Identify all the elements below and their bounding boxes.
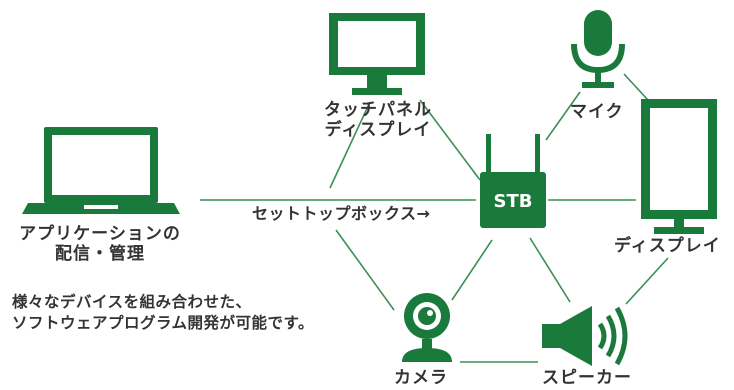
- line-stb-speaker: [529, 237, 571, 303]
- webcam-icon: [402, 293, 452, 362]
- settop-box-caption: セットトップボックス→: [252, 204, 431, 223]
- camera-label: カメラ: [394, 368, 448, 388]
- description-text: 様々なデバイスを組み合わせた、 ソフトウェアプログラム開発が可能です。: [12, 292, 314, 334]
- mic-label: マイク: [570, 102, 624, 122]
- touch-panel-label-line1: タッチパネル: [324, 100, 432, 120]
- line-laptop-touchpanel: [329, 101, 371, 189]
- speaker-icon: [542, 306, 628, 366]
- stb-box-text: STB: [494, 191, 533, 212]
- display-label: ディスプレイ: [614, 236, 721, 256]
- router-icon: STB: [480, 134, 546, 228]
- microphone-icon: [571, 10, 625, 88]
- description-line1: 様々なデバイスを組み合わせた、: [12, 293, 252, 311]
- line-camera-stb: [451, 239, 493, 301]
- line-speaker-display: [625, 257, 669, 305]
- app-label-line2: 配信・管理: [55, 244, 145, 264]
- line-mic-display: [623, 73, 649, 101]
- vertical-display-icon: [641, 99, 717, 234]
- laptop-icon: [22, 127, 180, 214]
- monitor-icon: [329, 13, 425, 95]
- app-label-line1: アプリケーションの: [19, 224, 181, 244]
- touch-panel-label-line2: ディスプレイ: [324, 120, 432, 140]
- line-stb-mic: [545, 91, 581, 141]
- speaker-label: スピーカー: [542, 368, 632, 388]
- touch-panel-label: タッチパネル ディスプレイ: [324, 100, 432, 140]
- app-label: アプリケーションの 配信・管理: [10, 224, 190, 264]
- description-line2: ソフトウェアプログラム開発が可能です。: [12, 314, 314, 332]
- line-laptop-camera: [335, 229, 395, 311]
- line-touchpanel-stb: [419, 99, 481, 181]
